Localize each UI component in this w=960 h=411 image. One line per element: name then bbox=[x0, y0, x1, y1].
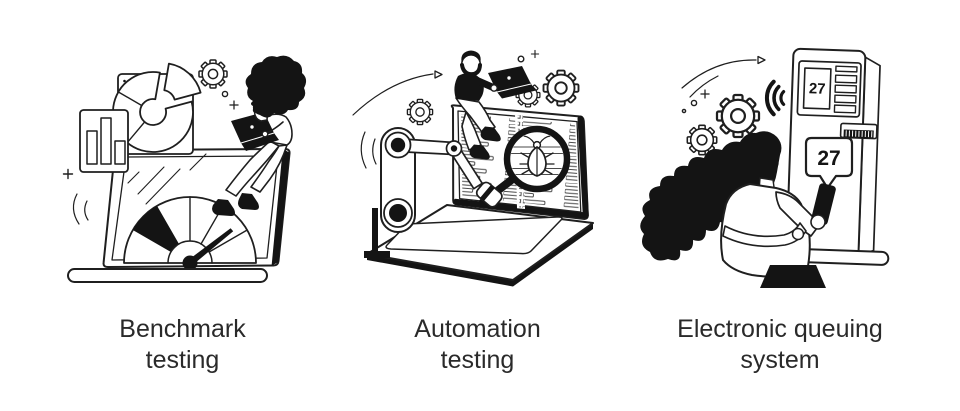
motion-arc-icon bbox=[72, 193, 89, 225]
donut-chart-icon bbox=[112, 62, 202, 153]
queuing-illustration: 27 27 bbox=[640, 47, 890, 288]
motion-arc-icon bbox=[360, 131, 377, 169]
gear-icon bbox=[406, 98, 434, 126]
sparkle-icon bbox=[700, 89, 710, 99]
arrowhead-icon bbox=[757, 55, 766, 65]
bar-chart-icon bbox=[79, 109, 129, 173]
bug-icon bbox=[519, 135, 555, 177]
queue-ticket-number: 27 bbox=[817, 147, 840, 170]
caption-automation-testing: Automation testing bbox=[335, 314, 620, 376]
kiosk-icon: 27 bbox=[785, 47, 890, 266]
automation-illustration bbox=[352, 49, 594, 287]
kiosk-button[interactable] bbox=[833, 104, 857, 114]
caption-line: testing bbox=[145, 346, 220, 374]
kiosk-button[interactable] bbox=[834, 84, 858, 94]
gauge-needle bbox=[187, 228, 234, 266]
figure-benchmark-testing: Benchmark testing bbox=[40, 2, 325, 411]
kiosk-screen-number: 27 bbox=[809, 80, 826, 98]
arrow-arc-icon bbox=[681, 59, 757, 98]
arrowhead-icon bbox=[434, 70, 443, 79]
caption-line: Electronic queuing bbox=[677, 315, 883, 343]
hair bbox=[245, 55, 307, 118]
wifi-signal-icon bbox=[764, 79, 786, 117]
person-with-phone bbox=[640, 131, 836, 288]
dot-icon bbox=[517, 55, 525, 63]
caption-line: system bbox=[740, 346, 820, 374]
dot-icon bbox=[221, 90, 229, 98]
benchmark-illustration bbox=[62, 55, 307, 283]
hair bbox=[640, 131, 782, 261]
caption-line: Benchmark bbox=[119, 315, 246, 343]
dot-icon bbox=[690, 99, 698, 107]
sparkle-icon bbox=[530, 49, 540, 59]
dot-icon bbox=[681, 108, 687, 114]
robot-arm-icon bbox=[364, 127, 484, 258]
kiosk-button[interactable] bbox=[834, 94, 857, 104]
person-with-laptop bbox=[212, 55, 307, 216]
gear-icon bbox=[198, 59, 228, 89]
person-with-laptop bbox=[454, 50, 536, 160]
hand bbox=[810, 214, 826, 230]
laptop-base bbox=[67, 268, 268, 283]
small-laptop-icon bbox=[488, 66, 536, 99]
laptop-icon bbox=[366, 204, 594, 287]
magnifier-icon bbox=[475, 125, 571, 208]
gear-icon bbox=[542, 69, 580, 107]
ticket-slot-icon bbox=[839, 122, 878, 140]
caption-electronic-queuing-system: Electronic queuing system bbox=[630, 314, 930, 376]
sparkle-icon bbox=[62, 168, 74, 180]
caption-line: testing bbox=[440, 346, 515, 374]
gear-icon bbox=[715, 93, 761, 139]
caption-benchmark-testing: Benchmark testing bbox=[40, 314, 325, 376]
speech-bubble-icon: 27 bbox=[804, 136, 854, 190]
caption-line: Automation bbox=[414, 315, 541, 343]
figure-automation-testing: Automation testing bbox=[335, 2, 620, 411]
skirt bbox=[760, 265, 826, 288]
kiosk-button[interactable] bbox=[834, 74, 858, 84]
figure-electronic-queuing-system: 27 27 bbox=[630, 2, 930, 411]
sparkle-icon bbox=[229, 100, 239, 110]
kiosk-number-card bbox=[802, 67, 832, 110]
arrow-arc-icon bbox=[352, 73, 434, 116]
